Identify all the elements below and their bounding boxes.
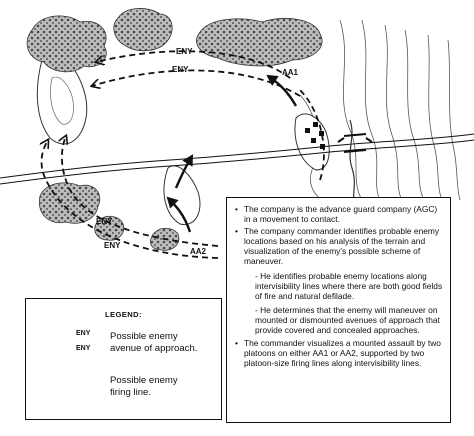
bridge-icon	[337, 133, 373, 153]
legend-eny-label-2: ENY	[76, 345, 91, 352]
avenue-top-inner	[92, 69, 301, 97]
enemy-firing-lines	[166, 74, 298, 233]
note-2-text: The company commander identifies probabl…	[244, 226, 440, 267]
friendly-unit-icon	[305, 122, 325, 149]
label-eny-left-2: ENY	[104, 241, 121, 250]
note-1-text: The company is the advance guard company…	[244, 204, 438, 225]
firing-line-center-2	[174, 154, 194, 189]
terrain-contours	[299, 19, 461, 206]
note-1: • The company is the advance guard compa…	[235, 204, 444, 224]
legend-firing-text: Possible enemy firing line.	[110, 375, 178, 399]
label-aa1: AA1	[282, 68, 299, 77]
avenue-left-inner	[42, 140, 219, 259]
label-eny-top-2: ENY	[172, 65, 189, 74]
bullet-2: •	[235, 226, 238, 237]
bullet-3: •	[235, 338, 238, 349]
legend-eny-label-1: ENY	[76, 330, 91, 337]
note-2: • The company commander identifies proba…	[235, 226, 444, 266]
avenue-left-outer	[62, 136, 219, 247]
legend-firing-line1: Possible enemy	[110, 375, 178, 386]
label-eny-top-1: ENY	[176, 47, 193, 56]
bullet-1: •	[235, 204, 238, 214]
note-2b: - He determines that the enemy will mane…	[255, 304, 440, 336]
note-3: • The commander visualizes a mounted ass…	[235, 338, 444, 368]
note-3-text: The commander visualizes a mounted assau…	[244, 338, 441, 369]
firing-line-aa1	[266, 74, 298, 107]
legend-avenue-line1: Possible enemy	[110, 331, 178, 342]
legend-firing-line2: firing line.	[110, 387, 152, 398]
avenue-top-outer	[96, 50, 291, 79]
note-2a: - He identifies probable enemy locations…	[255, 270, 443, 301]
legend-avenue-line2: avenue of approach.	[110, 343, 198, 354]
road	[0, 133, 474, 185]
hill-inner-left	[50, 76, 74, 125]
legend-avenue-text: Possible enemy avenue of approach.	[110, 331, 197, 355]
firing-line-center	[166, 196, 192, 233]
avenue-aa1-loop	[299, 89, 325, 181]
label-eny-left-1: ENY	[96, 217, 113, 226]
legend-title: LEGEND:	[105, 310, 142, 319]
hill-left	[36, 54, 88, 145]
label-aa2: AA2	[190, 247, 207, 256]
notes-box: • The company is the advance guard compa…	[226, 197, 451, 423]
legend-box: LEGEND: ENY ENY Possible enemy avenue of…	[25, 298, 222, 420]
hill-center	[163, 165, 201, 226]
